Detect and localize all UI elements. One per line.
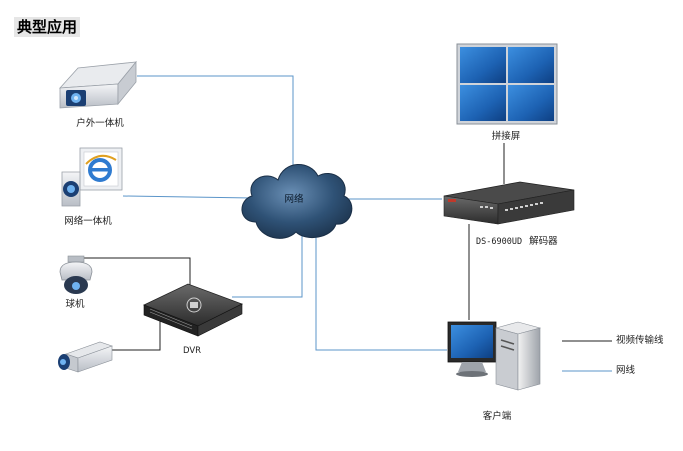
box-camera-icon: [58, 341, 113, 373]
video-wall-label: 拼接屏: [491, 131, 521, 142]
link-box-dvr: [110, 318, 161, 351]
decoder-icon: [443, 181, 575, 225]
link-outdoor-camera: [137, 75, 294, 180]
link-client: [315, 232, 447, 351]
legend-video-label: 视频传输线: [616, 335, 664, 346]
link-dome-dvr: [76, 257, 191, 285]
network-cloud-icon: [241, 164, 353, 239]
decoder-model-label: DS-6900UD: [476, 237, 523, 247]
network-camera-icon: [61, 147, 123, 207]
decoder-label: DS-6900UD 解码器: [476, 236, 558, 248]
dome-camera-icon: [59, 255, 93, 294]
page-title: 典型应用: [14, 17, 81, 37]
outdoor-camera-icon: [59, 60, 137, 109]
network-links: [122, 75, 612, 372]
client-label: 客户端: [482, 411, 512, 422]
dvr-icon: [142, 283, 244, 337]
cloud-label: 网络: [284, 194, 304, 205]
video-wall-icon: [456, 43, 558, 125]
video-links: [76, 143, 612, 351]
legend-network-label: 网线: [616, 365, 636, 376]
network-camera-label: 网络一体机: [64, 216, 112, 227]
link-dvr: [232, 232, 303, 298]
outdoor-camera-label: 户外一体机: [76, 118, 124, 129]
link-network-camera: [122, 195, 253, 199]
dome-camera-label: 球机: [65, 299, 85, 310]
decoder-name-label: 解码器: [529, 236, 558, 247]
dvr-label: DVR: [182, 346, 202, 356]
client-pc-icon: [447, 321, 542, 391]
